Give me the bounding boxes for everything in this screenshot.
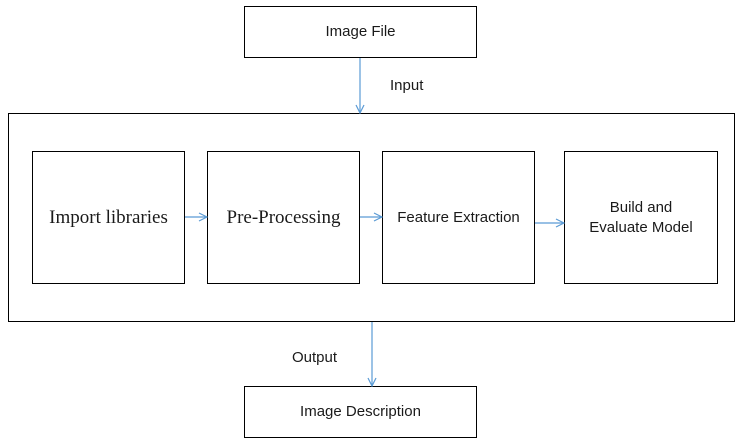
step-pre-processing: Pre-Processing (207, 151, 360, 284)
output-edge-label: Output (292, 349, 338, 366)
image-description-node: Image Description (244, 386, 477, 438)
image-file-label: Image File (325, 23, 396, 40)
step-build-evaluate-model-label: Build and Evaluate Model (589, 198, 693, 236)
step-import-libraries: Import libraries (32, 151, 185, 284)
input-edge-label: Input (390, 77, 424, 94)
step-pre-processing-label: Pre-Processing (226, 206, 341, 228)
step-feature-extraction: Feature Extraction (382, 151, 535, 284)
step-feature-extraction-label: Feature Extraction (397, 208, 520, 226)
step-build-evaluate-model: Build and Evaluate Model (564, 151, 718, 284)
image-file-node: Image File (244, 6, 477, 58)
image-description-label: Image Description (300, 403, 421, 420)
step-import-libraries-label: Import libraries (49, 206, 168, 228)
